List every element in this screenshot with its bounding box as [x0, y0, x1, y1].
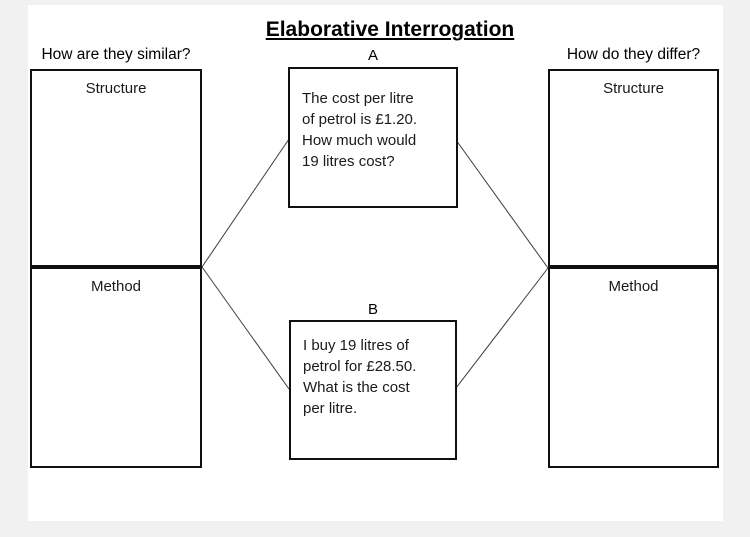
problem-b-text: I buy 19 litres of petrol for £28.50. Wh… [303, 337, 417, 417]
left-method-label: Method [90, 278, 142, 295]
right-method-label: Method [608, 278, 659, 295]
problem-b-label: B [367, 301, 378, 318]
problem-a-text: The cost per litre of petrol is £1.20. H… [302, 90, 418, 170]
right-method-box: Method [548, 267, 719, 468]
right-structure-label: Structure [603, 80, 664, 97]
left-structure-box: Structure [30, 69, 202, 267]
right-structure-box: Structure [548, 69, 719, 267]
similar-header: How are they similar? [41, 46, 191, 63]
problem-a-label: A [367, 47, 378, 64]
differ-header: How do they differ? [566, 46, 701, 63]
left-method-box: Method [30, 267, 202, 468]
problem-b-box: I buy 19 litres of petrol for £28.50. Wh… [289, 320, 457, 460]
diagram-title: Elaborative Interrogation [265, 18, 515, 41]
left-structure-label: Structure [85, 80, 147, 97]
problem-a-box: The cost per litre of petrol is £1.20. H… [288, 67, 458, 208]
